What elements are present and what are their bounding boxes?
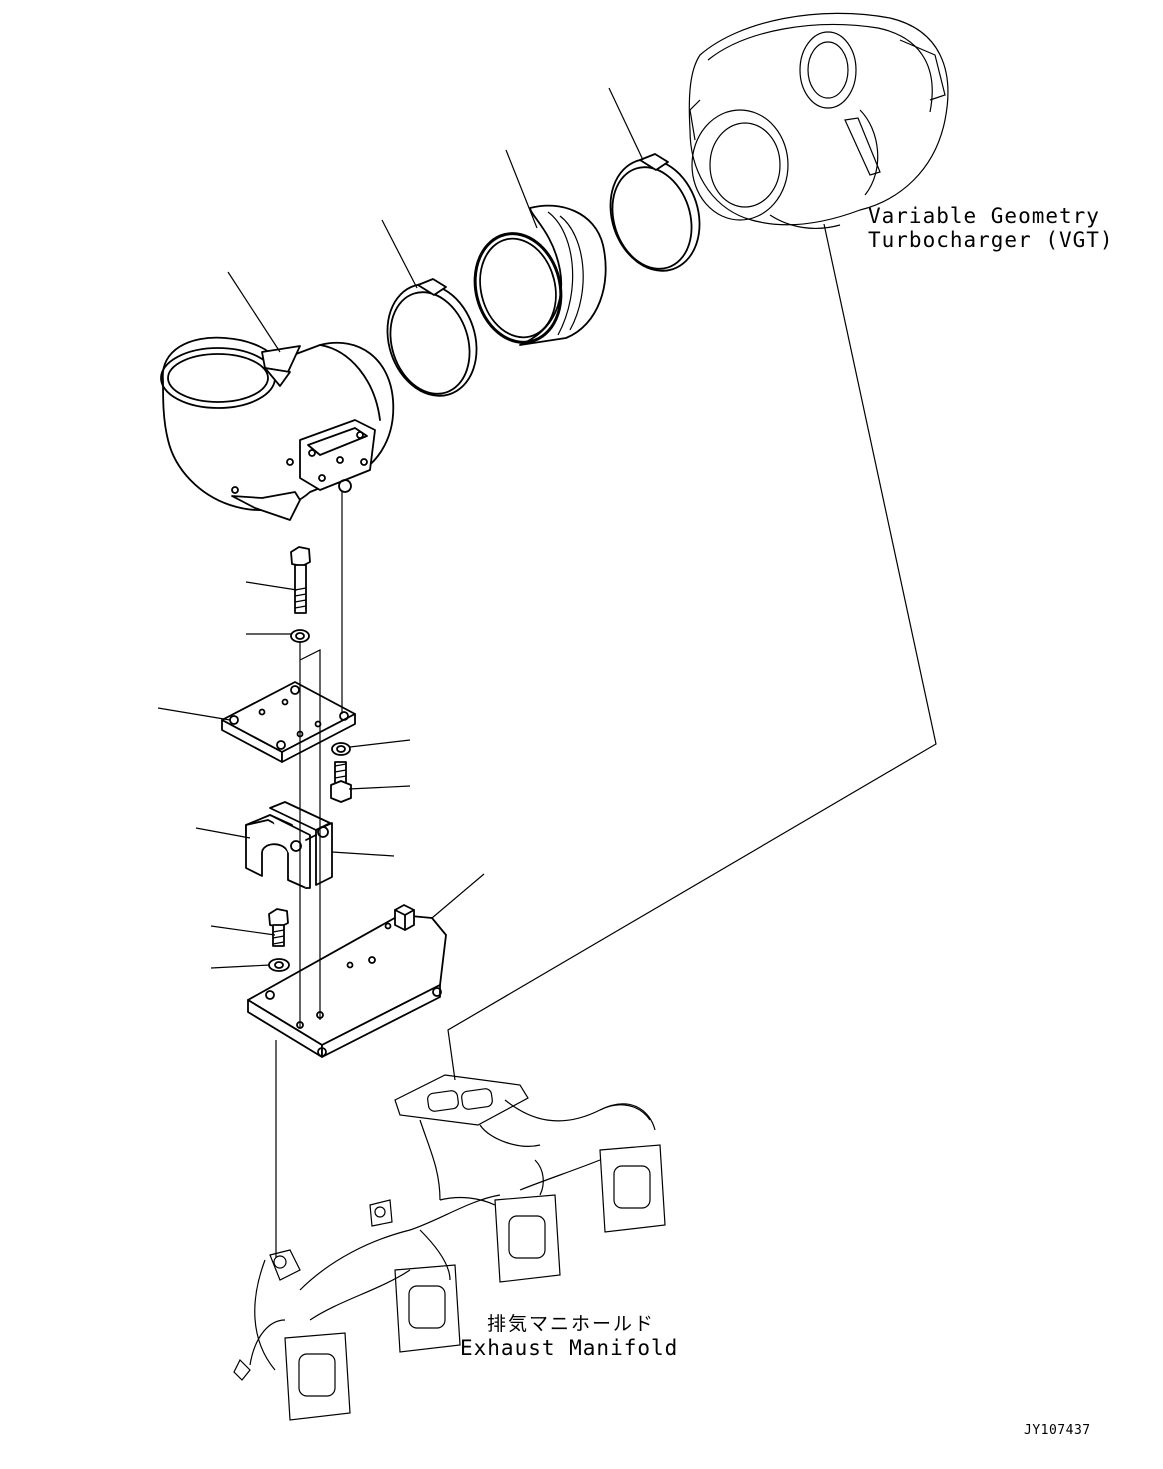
manifold-label-en: Exhaust Manifold (460, 1335, 679, 1360)
turbocharger-icon (688, 12, 949, 230)
clamp-ring-icon (386, 278, 478, 397)
clamp-ring-icon (609, 153, 701, 272)
elbow-pipe-icon (160, 336, 395, 521)
manifold-label: 排気マニホールド Exhaust Manifold (460, 1313, 679, 1360)
washer-icon (290, 629, 310, 643)
washer-icon (268, 958, 290, 972)
bolt-icon (290, 546, 311, 614)
vgt-label-line2: Turbocharger (VGT) (868, 228, 1114, 253)
plate-icon (221, 681, 356, 763)
bracket-icon (247, 904, 447, 1058)
manifold-icon (233, 1074, 666, 1421)
assembly-lines (275, 492, 343, 1258)
block-icon (245, 801, 333, 889)
drawing-code: JY107437 (1024, 1423, 1091, 1438)
manifold-label-jp: 排気マニホールド (487, 1313, 656, 1335)
vgt-label: Variable Geometry Turbocharger (VGT) (868, 204, 1114, 252)
sleeve-icon (473, 204, 607, 346)
vgt-label-line1: Variable Geometry (868, 204, 1100, 228)
washer-icon (331, 742, 351, 756)
bolt-icon (330, 761, 352, 803)
leader-lines (157, 87, 937, 1081)
bolt-icon (268, 908, 289, 947)
